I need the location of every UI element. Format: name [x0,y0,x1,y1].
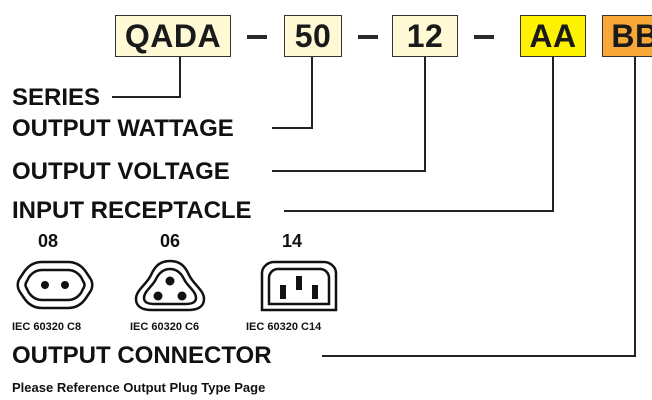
leader-line-input-receptacle [284,57,554,212]
receptacle-code-06: 06 [160,231,181,251]
receptacle-code-08: 08 [38,231,59,251]
code-box-wattage: 50 [284,15,342,57]
code-box-input-receptacle: AA [520,15,586,57]
code-box-voltage: 12 [392,15,458,57]
receptacle-standard-c8: IEC 60320 C8 [12,321,82,333]
iec-c8-receptacle-icon [16,260,94,310]
label-output-connector: OUTPUT CONNECTOR [12,342,272,369]
label-output-voltage: OUTPUT VOLTAGE [12,158,230,185]
iec-c14-receptacle-icon [260,260,338,312]
receptacle-standard-c6: IEC 60320 C6 [130,321,200,333]
label-output-wattage: OUTPUT WATTAGE [12,115,234,142]
label-input-receptacle: INPUT RECEPTACLE [12,197,252,224]
iec-c6-receptacle-icon [134,259,206,312]
code-box-series: QADA [115,15,231,57]
leader-line-output-connector [322,57,636,357]
output-plug-reference-note: Please Reference Output Plug Type Page [12,380,266,395]
receptacle-standard-c14: IEC 60320 C14 [246,321,322,333]
separator-dash [247,35,267,39]
receptacle-code-14: 14 [282,231,303,251]
leader-line-wattage [272,57,313,129]
code-box-output-connector: BB [602,15,652,57]
separator-dash [474,35,494,39]
label-series: SERIES [12,84,101,111]
leader-line-voltage [272,57,426,172]
separator-dash [358,35,378,39]
leader-line-series [112,57,181,98]
